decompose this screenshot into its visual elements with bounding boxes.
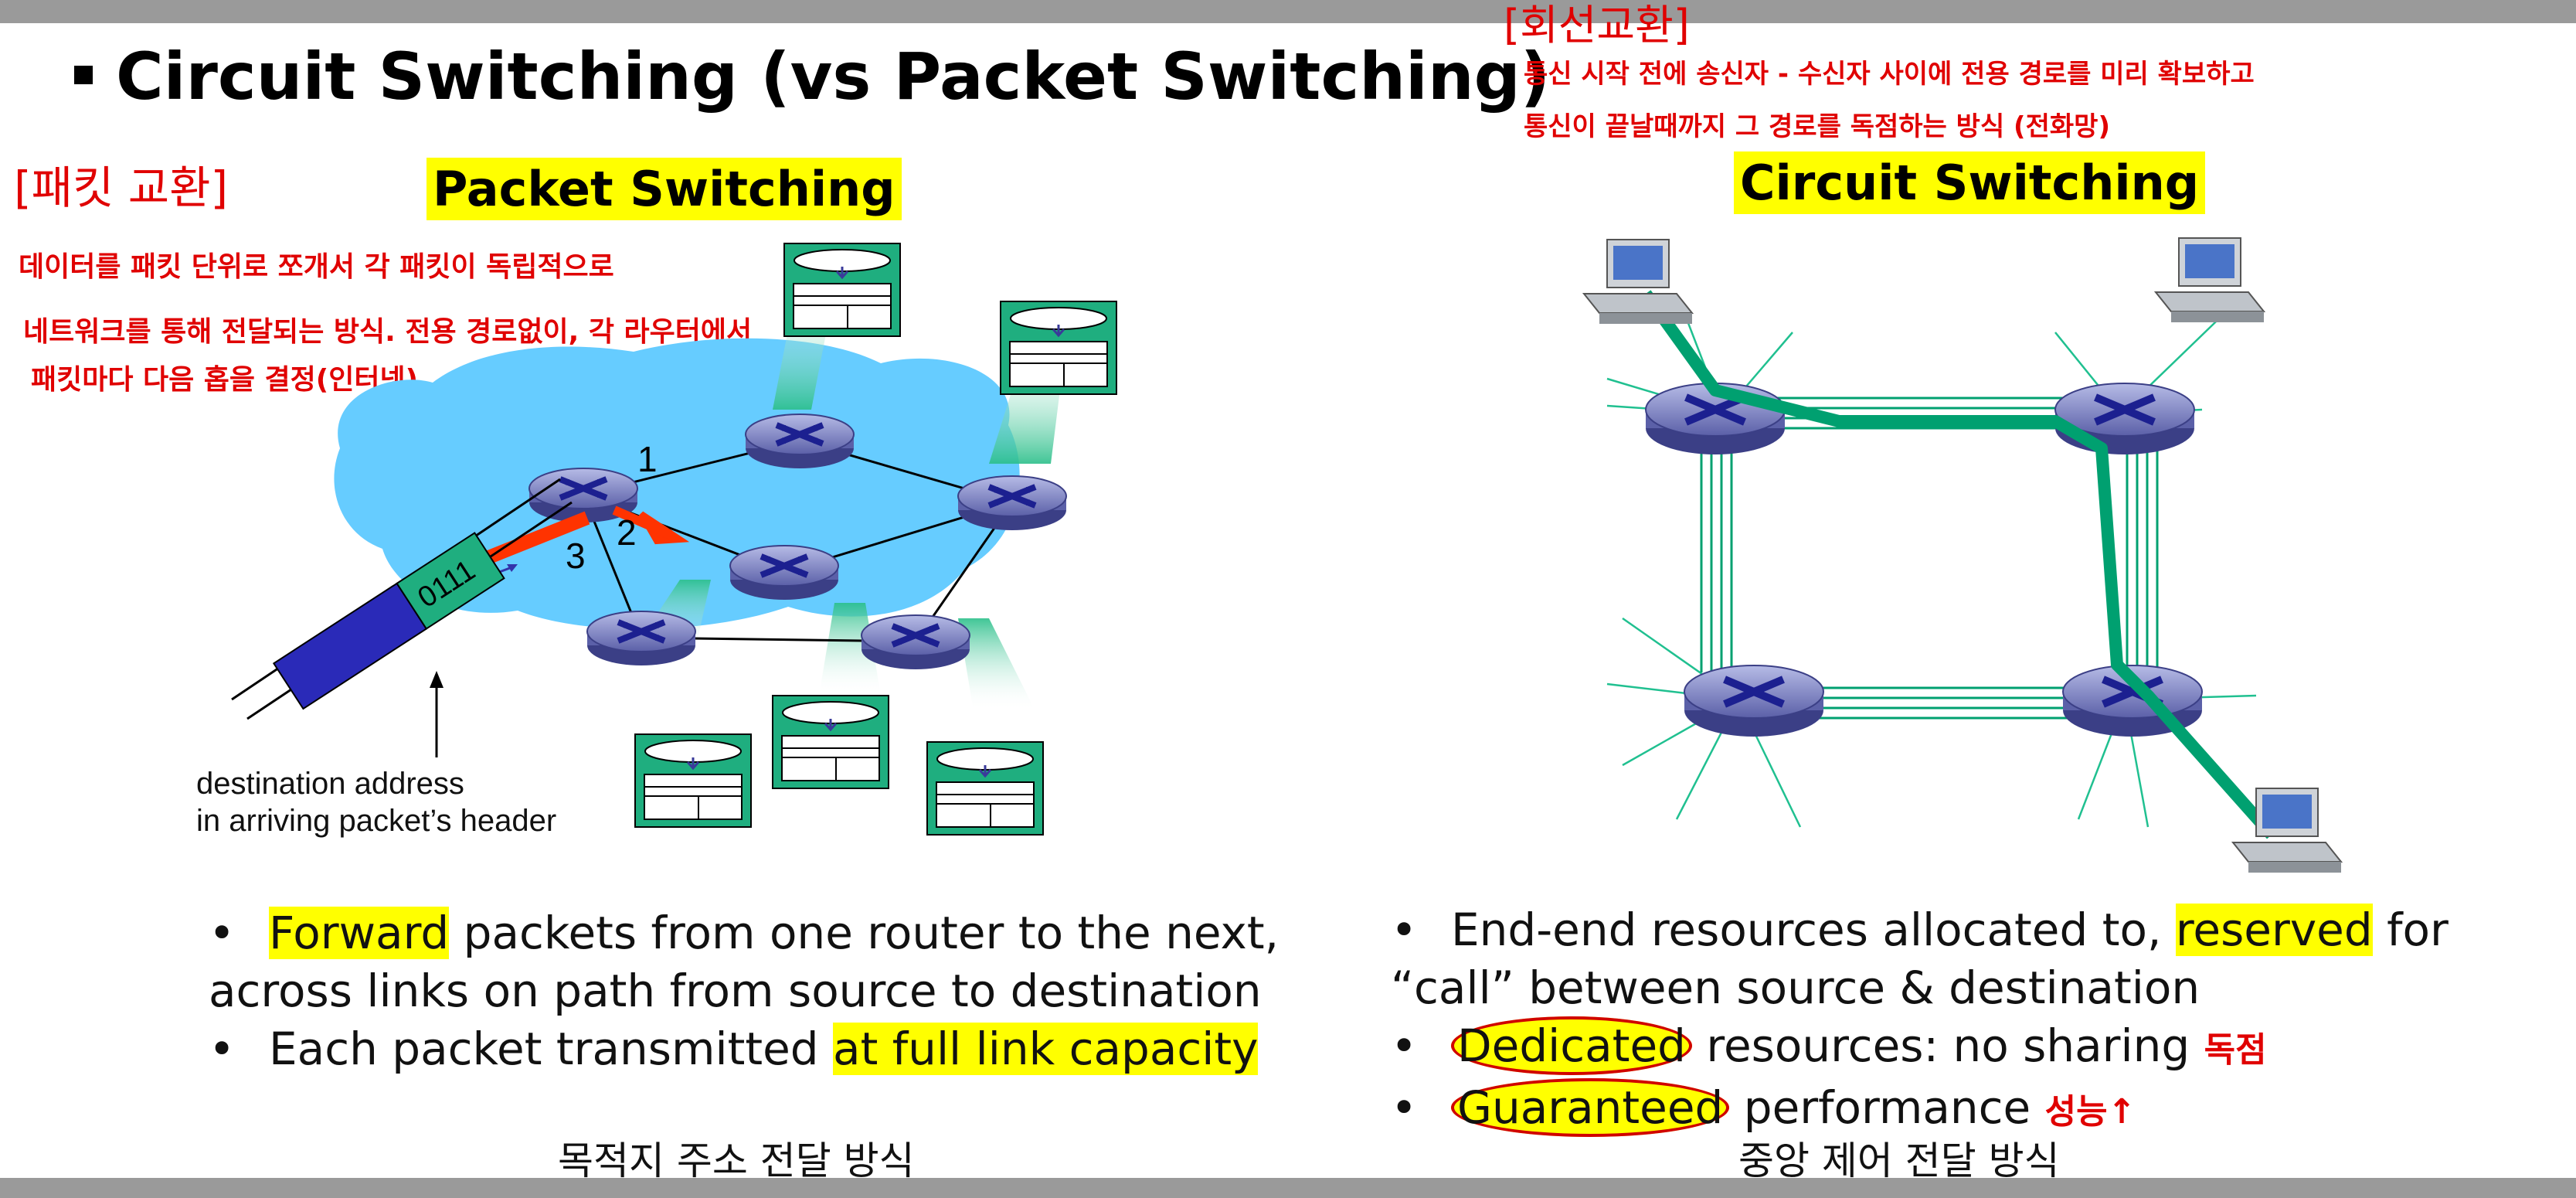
dedicated-note: 독점: [2204, 1030, 2267, 1070]
packet-bullet-1: •Forward packets from one router to the …: [209, 907, 1280, 959]
slide-title: Circuit Switching (vs Packet Switching): [74, 39, 1550, 114]
bullet-square-icon: [74, 66, 93, 85]
circuit-switching-heading: Circuit Switching: [1734, 151, 2206, 214]
packet-switching-heading: Packet Switching: [427, 158, 902, 220]
router-icon: [2055, 383, 2194, 454]
header-note-line-1: destination address: [196, 767, 464, 801]
packet-caption: 목적지 주소 전달 방식: [558, 1138, 915, 1183]
circuit-note-line-2: 통신이 끝날때까지 그 경로를 독점하는 방식 (전화망): [1524, 111, 2110, 142]
forwarding-table-icon: [634, 733, 753, 829]
router-icon: [861, 615, 970, 669]
computer-icon: [1583, 239, 1693, 325]
circuit-bullet-1-end: for: [2372, 904, 2449, 956]
circuit-note-tag: [회선교환]: [1504, 1, 1690, 49]
circuit-bullet-1-line-2: “call” between source & destination: [1391, 961, 2200, 1014]
packet-bullet-2: •Each packet transmitted at full link ca…: [209, 1023, 1259, 1075]
circuit-bullet-2: •Dedicated resources: no sharing 독점: [1391, 1016, 2449, 1079]
packet-bullets: •Forward packets from one router to the …: [209, 904, 1279, 1078]
packet-bullet-1-line-2: across links on path from source to dest…: [209, 965, 1262, 1017]
router-icon: [587, 611, 695, 665]
router-icon: [746, 414, 854, 468]
packet-note-line-2: 네트워크를 통해 전달되는 방식. 전용 경로없이, 각 라우터에서: [23, 316, 753, 348]
forwarding-table-icon: [999, 300, 1118, 396]
router-icon: [1684, 665, 1823, 737]
packet-bullet-2-text: Each packet transmitted: [269, 1023, 834, 1075]
circled-guaranteed: Guaranteed: [1451, 1078, 1730, 1137]
highlight-forward: Forward: [269, 907, 450, 959]
circuit-bullets: •End-end resources allocated to, reserve…: [1391, 901, 2449, 1141]
packet-note-tag: [패킷 교환]: [14, 162, 229, 214]
circuit-bullet-1: •End-end resources allocated to, reserve…: [1391, 904, 2449, 956]
circled-dedicated: Dedicated: [1451, 1016, 1692, 1075]
highlight-full-link-capacity: at full link capacity: [833, 1023, 1259, 1075]
path-label-1: 1: [637, 439, 658, 479]
packet-note-line-1: 데이터를 패킷 단위로 쪼개서 각 패킷이 독립적으로: [19, 251, 614, 283]
circuit-caption: 중앙 제어 전달 방식: [1738, 1138, 2060, 1183]
header-note-line-2: in arriving packet’s header: [196, 804, 557, 838]
circuit-bullet-2-text: resources: no sharing: [1691, 1019, 2190, 1072]
circuit-bullet-3: •Guaranteed performance 성능↑: [1391, 1078, 2449, 1141]
packet-bullet-1-text: packets from one router to the next,: [449, 907, 1280, 959]
circuit-bullet-3-text: performance: [1729, 1081, 2031, 1134]
packet-note-line-3: 패킷마다 다음 홉을 결정(인터넷): [31, 364, 419, 396]
circuit-network-diagram: [1583, 237, 2342, 873]
performance-note: 성능↑: [2044, 1092, 2136, 1132]
top-bar: [0, 0, 2576, 23]
circuit-bullet-1-text: End-end resources allocated to,: [1451, 904, 2176, 956]
router-icon: [730, 546, 838, 600]
computer-icon: [2155, 237, 2265, 323]
path-label-2: 2: [617, 512, 637, 553]
slide-title-text: Circuit Switching (vs Packet Switching): [116, 39, 1551, 114]
forwarding-table-icon: [783, 242, 902, 338]
bottom-bar: [0, 1178, 2576, 1198]
path-label-3: 3: [566, 536, 586, 576]
highlight-reserved: reserved: [2175, 904, 2373, 956]
forwarding-table-icon: [771, 694, 890, 790]
forwarding-table-icon: [926, 740, 1045, 836]
circuit-note-line-1: 통신 시작 전에 송신자 - 수신자 사이에 전용 경로를 미리 확보하고: [1524, 59, 2255, 90]
packet-network-diagram: 1 2 3 0111: [231, 242, 1118, 836]
router-icon: [958, 476, 1066, 530]
